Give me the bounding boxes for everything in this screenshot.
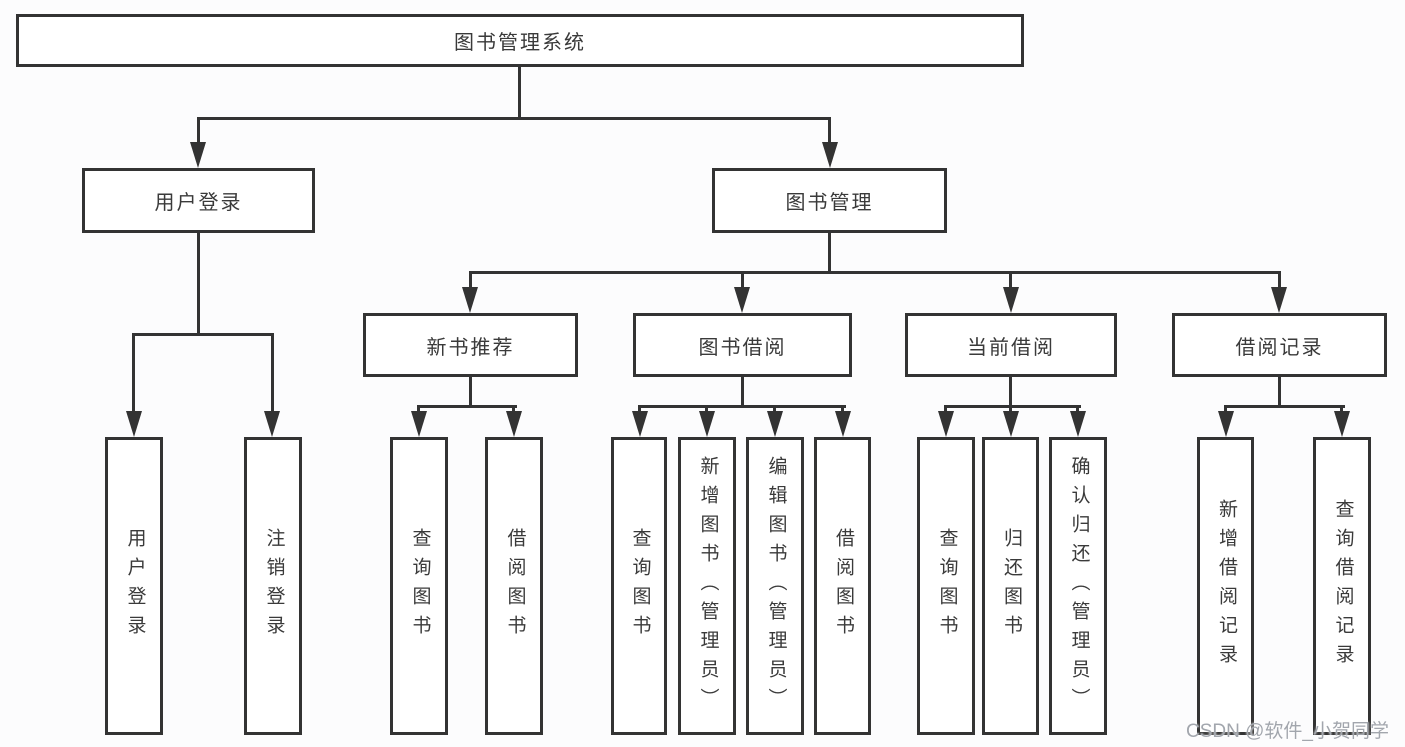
leaf-label: 查询图书 — [936, 528, 958, 644]
leaf-label: 注销登录 — [263, 528, 285, 644]
leaf-query-books-current: 查询图书 — [917, 437, 975, 735]
connector-line — [469, 271, 472, 289]
leaf-edit-book-admin: 编辑图书（管理员） — [746, 437, 804, 735]
connector-line — [1340, 405, 1343, 413]
arrowhead-down-icon — [632, 411, 648, 437]
arrowhead-down-icon — [1003, 287, 1019, 313]
connector-line — [1278, 271, 1281, 289]
leaf-label: 新增借阅记录 — [1215, 499, 1237, 673]
leaf-label: 编辑图书（管理员） — [765, 455, 787, 717]
arrowhead-down-icon — [411, 411, 427, 437]
watermark: CSDN @软件_小贺同学 — [1186, 721, 1389, 742]
connector-line — [197, 117, 831, 120]
connector-line — [944, 405, 1081, 408]
connector-line — [944, 405, 947, 413]
leaf-label: 确认归还（管理员） — [1068, 455, 1090, 717]
arrowhead-down-icon — [190, 142, 206, 168]
leaf-label: 归还图书 — [1000, 528, 1022, 644]
connector-line — [518, 65, 521, 120]
leaf-query-books-recommend: 查询图书 — [390, 437, 448, 735]
leaf-label: 用户登录 — [124, 528, 146, 644]
leaf-borrow-books-recommend: 借阅图书 — [485, 437, 543, 735]
arrowhead-down-icon — [822, 142, 838, 168]
arrowhead-down-icon — [938, 411, 954, 437]
arrowhead-down-icon — [126, 411, 142, 437]
node-root: 图书管理系统 — [16, 14, 1024, 67]
connector-line — [197, 117, 200, 145]
connector-line — [638, 405, 846, 408]
node-borrow-record: 借阅记录 — [1172, 313, 1387, 377]
arrowhead-down-icon — [1003, 411, 1019, 437]
leaf-return-books: 归还图书 — [982, 437, 1039, 735]
arrowhead-down-icon — [1334, 411, 1350, 437]
connector-line — [197, 231, 200, 335]
connector-line — [1009, 405, 1012, 413]
leaf-logout: 注销登录 — [244, 437, 302, 735]
leaf-label: 借阅图书 — [504, 528, 526, 644]
connector-line — [1009, 271, 1012, 289]
leaf-label: 查询图书 — [409, 528, 431, 644]
leaf-label: 查询图书 — [629, 528, 651, 644]
node-book-management: 图书管理 — [712, 168, 947, 233]
connector-line — [741, 375, 744, 407]
connector-line — [417, 405, 517, 408]
connector-line — [773, 405, 776, 413]
connector-line — [1224, 405, 1227, 413]
connector-line — [841, 405, 844, 413]
node-user-login: 用户登录 — [82, 168, 315, 233]
arrowhead-down-icon — [264, 411, 280, 437]
arrowhead-down-icon — [1218, 411, 1234, 437]
leaf-query-borrow-record: 查询借阅记录 — [1313, 437, 1371, 735]
node-book-borrow: 图书借阅 — [633, 313, 852, 377]
arrowhead-down-icon — [1271, 287, 1287, 313]
connector-line — [132, 333, 274, 336]
arrowhead-down-icon — [699, 411, 715, 437]
leaf-borrow-books: 借阅图书 — [814, 437, 871, 735]
connector-line — [512, 405, 515, 413]
connector-line — [417, 405, 420, 413]
node-current-borrow: 当前借阅 — [905, 313, 1117, 377]
connector-line — [828, 231, 831, 273]
arrowhead-down-icon — [462, 287, 478, 313]
connector-line — [469, 375, 472, 407]
connector-line — [1009, 375, 1012, 407]
leaf-add-borrow-record: 新增借阅记录 — [1197, 437, 1254, 735]
connector-line — [132, 333, 135, 413]
connector-line — [828, 117, 831, 145]
connector-line — [638, 405, 641, 413]
connector-line — [271, 333, 274, 413]
arrowhead-down-icon — [1070, 411, 1086, 437]
arrowhead-down-icon — [734, 287, 750, 313]
leaf-user-login: 用户登录 — [105, 437, 163, 735]
leaf-add-book-admin: 新增图书（管理员） — [678, 437, 736, 735]
arrowhead-down-icon — [835, 411, 851, 437]
connector-line — [469, 271, 1281, 274]
arrowhead-down-icon — [767, 411, 783, 437]
arrowhead-down-icon — [506, 411, 522, 437]
leaf-label: 查询借阅记录 — [1332, 499, 1354, 673]
connector-line — [705, 405, 708, 413]
connector-line — [1076, 405, 1079, 413]
leaf-confirm-return-admin: 确认归还（管理员） — [1049, 437, 1107, 735]
leaf-label: 新增图书（管理员） — [697, 455, 719, 717]
leaf-query-books: 查询图书 — [611, 437, 667, 735]
connector-line — [1278, 375, 1281, 407]
connector-line — [741, 271, 744, 289]
leaf-label: 借阅图书 — [832, 528, 854, 644]
connector-line — [1224, 405, 1345, 408]
node-new-book-recommend: 新书推荐 — [363, 313, 578, 377]
